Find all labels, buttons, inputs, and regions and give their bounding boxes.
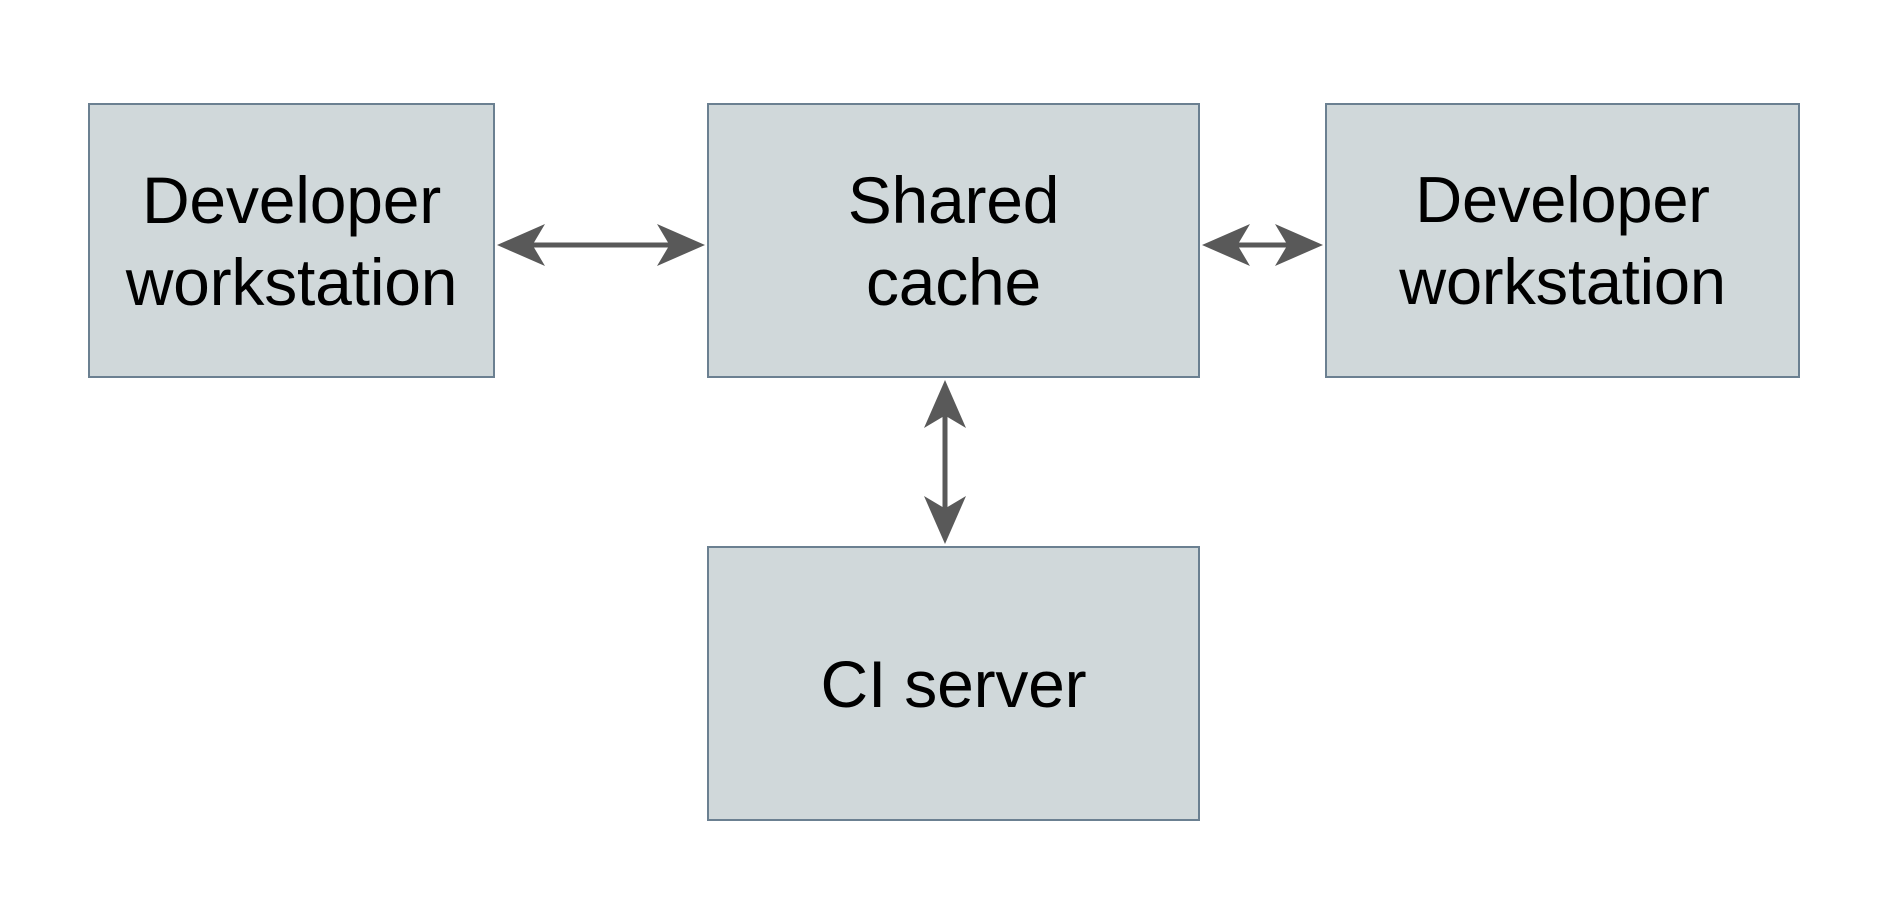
- node-ci-server[interactable]: CI server: [707, 546, 1200, 821]
- node-label: CI server: [820, 646, 1087, 721]
- connector-cache-to-ci-icon: [924, 380, 966, 544]
- node-label: Developer workstation: [1399, 162, 1726, 318]
- node-shared-cache[interactable]: Shared cache: [707, 103, 1200, 378]
- node-developer-workstation-left[interactable]: Developer workstation: [88, 103, 495, 378]
- node-developer-workstation-right[interactable]: Developer workstation: [1325, 103, 1800, 378]
- connector-cache-to-right-icon: [1202, 224, 1323, 266]
- node-label: Shared cache: [847, 162, 1060, 319]
- connector-left-to-cache-icon: [497, 224, 705, 266]
- node-label: Developer workstation: [125, 162, 458, 319]
